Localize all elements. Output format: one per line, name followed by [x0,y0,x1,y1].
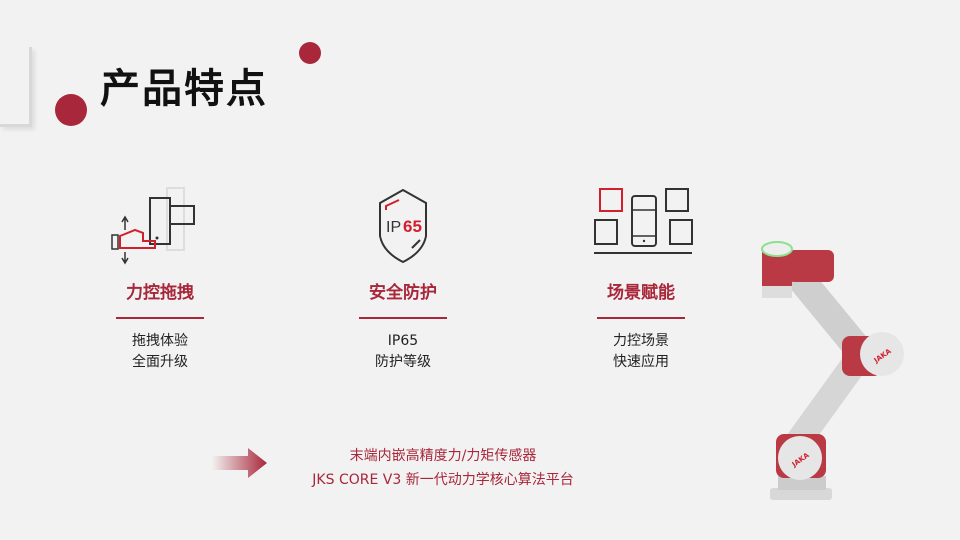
page-title: 产品特点 [100,66,268,112]
feature-line: 快速应用 [613,354,669,370]
ip65-shield-icon: IP 65 [379,188,427,264]
feature-line: 力控场景 [613,333,669,349]
arrow-right-icon [212,448,267,478]
svg-text:IP: IP [386,219,401,236]
feature-heading: 力控拖拽 [126,283,194,303]
feature-safety: IP 65 安全防护 IP65 防护等级 [303,186,503,373]
highlight-line: JKS CORE V3 新一代动力学核心算法平台 [312,472,574,488]
scenario-grid-icon [594,188,693,254]
feature-line: IP65 [387,333,419,349]
robot-arm-image: JAKA JAKA [761,241,904,500]
divider [597,317,685,319]
divider [359,317,447,319]
feature-force-drag: 力控拖拽 拖拽体验 全面升级 [60,186,260,373]
feature-line: 防护等级 [375,354,431,370]
feature-heading: 安全防护 [369,283,437,303]
feature-heading: 场景赋能 [607,283,675,303]
decorative-dot [299,42,321,64]
decorative-bracket [0,47,32,127]
decorative-dot [55,94,87,126]
divider [116,317,204,319]
svg-text:65: 65 [403,217,422,236]
highlight-line: 末端内嵌高精度力/力矩传感器 [349,448,537,464]
feature-line: 全面升级 [132,354,188,370]
feature-line: 拖拽体验 [132,333,188,349]
force-drag-icon [111,187,195,265]
feature-scenario: 场景赋能 力控场景 快速应用 [541,186,741,373]
bottom-highlights: 末端内嵌高精度力/力矩传感器 JKS CORE V3 新一代动力学核心算法平台 [270,444,616,492]
